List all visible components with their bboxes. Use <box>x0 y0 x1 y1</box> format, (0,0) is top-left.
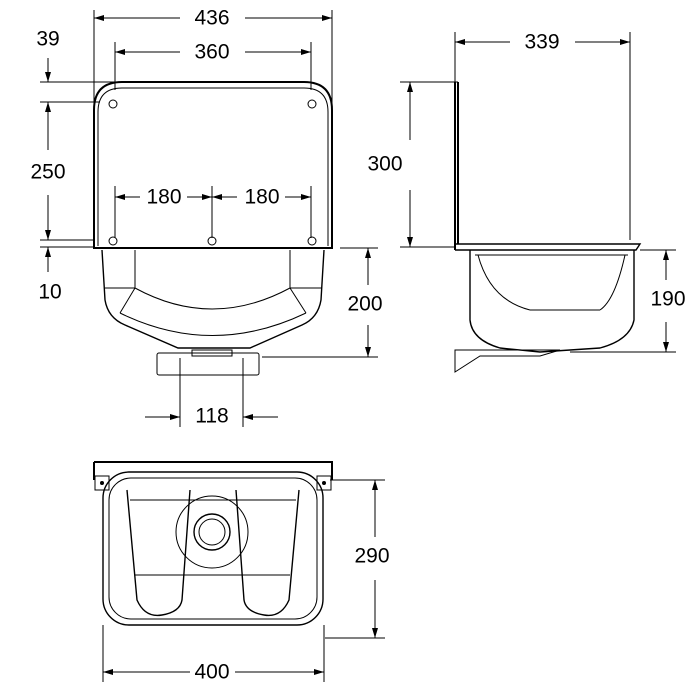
wall-bracket <box>156 352 260 376</box>
dim-rim-thickness: 10 <box>38 281 61 304</box>
dim-bowl-depth: 200 <box>347 293 382 316</box>
dim-top-depth: 290 <box>354 545 389 568</box>
dim-side-backsplash-height: 300 <box>367 153 402 176</box>
top-view: 290 400 <box>93 461 390 684</box>
side-view: 339 300 190 <box>367 31 686 373</box>
dim-hole-spacing-left: 180 <box>146 186 181 209</box>
dim-side-bowl-depth: 190 <box>650 288 685 311</box>
dim-hole-spacing-right: 180 <box>244 186 279 209</box>
mounting-holes <box>108 99 317 246</box>
dim-top-offset: 39 <box>36 28 59 51</box>
dim-overall-width: 436 <box>194 7 229 30</box>
dim-inner-width: 360 <box>194 41 229 64</box>
dim-top-width: 400 <box>194 661 229 684</box>
dim-backsplash-height: 250 <box>30 161 65 184</box>
front-view: 436 360 39 250 10 180 180 200 118 <box>30 7 382 428</box>
dim-side-depth: 339 <box>524 31 559 54</box>
wire-basket <box>126 489 300 617</box>
dim-bracket-spacing: 118 <box>195 405 228 428</box>
